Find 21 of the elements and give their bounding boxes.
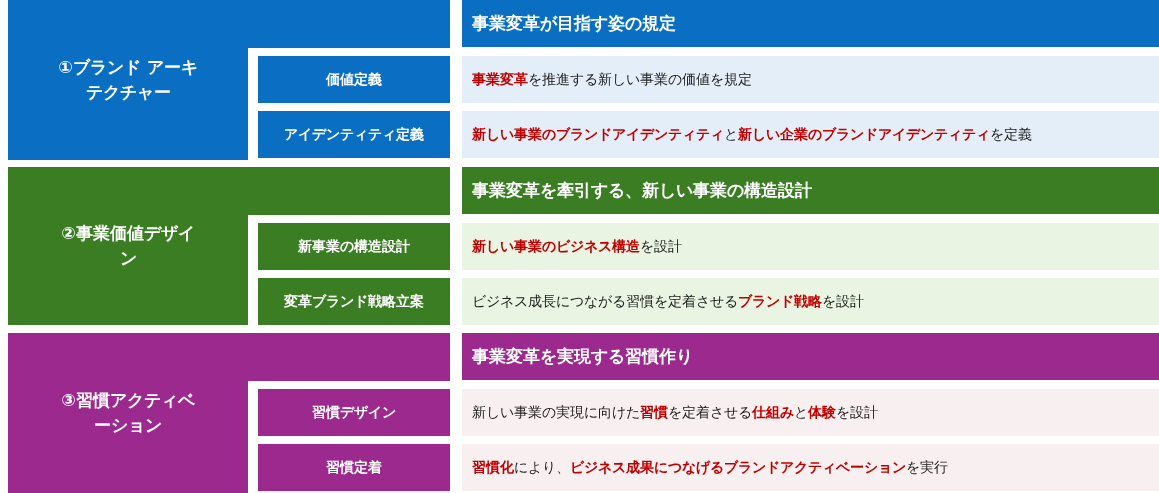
section-title: ③習慣アクティベーション [60, 389, 196, 437]
sub-label-box: 新事業の構造設計 [258, 223, 450, 270]
sub-label-box: 価値定義 [258, 56, 450, 103]
section-header: 事業変革を牽引する、新しい事業の構造設計 [462, 167, 1159, 214]
section-shape [8, 333, 450, 493]
description-box: 事業変革を推進する新しい事業の価値を規定 [462, 56, 1159, 103]
section-shape [8, 167, 450, 325]
description-box: 新しい事業のビジネス構造を設計 [462, 223, 1159, 270]
section-title: ②事業価値デザイン [60, 222, 196, 270]
description-box: 新しい事業のブランドアイデンティティと新しい企業のブランドアイデンティティを定義 [462, 111, 1159, 158]
section-shape [8, 0, 450, 160]
sub-label-box: 習慣デザイン [258, 389, 450, 436]
description-box: 新しい事業の実現に向けた習慣を定着させる仕組みと体験を設計 [462, 389, 1159, 436]
sub-label-box: 習慣定着 [258, 444, 450, 491]
section-title: ①ブランド アーキテクチャー [57, 56, 199, 104]
section-header: 事業変革を実現する習慣作り [462, 333, 1159, 380]
sub-label-box: アイデンティティ定義 [258, 111, 450, 158]
description-box: ビジネス成長につながる習慣を定着させるブランド戦略を設計 [462, 278, 1159, 325]
description-box: 習慣化により、ビジネス成果につなげるブランドアクティベーションを実行 [462, 444, 1159, 491]
section-header: 事業変革が目指す姿の規定 [462, 0, 1159, 47]
sub-label-box: 変革ブランド戦略立案 [258, 278, 450, 325]
